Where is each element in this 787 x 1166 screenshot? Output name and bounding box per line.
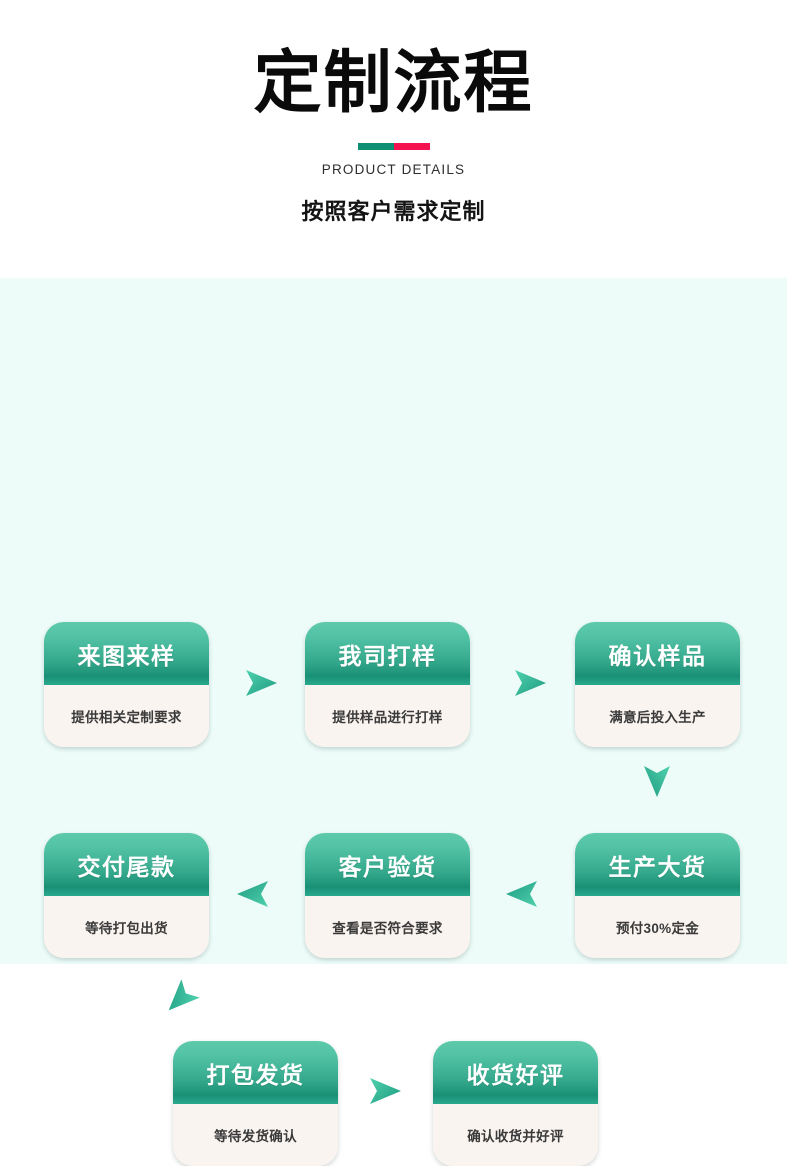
flow-step-card-5-title: 客户验货 <box>338 853 437 880</box>
process-flow-panel: 来图来样 提供相关定制要求 我司打样 提供样品进行打样 确认样品 满意后投入生产… <box>0 278 787 1166</box>
flow-step-card-4-title: 生产大货 <box>608 853 707 880</box>
page-header: 定制流程 PRODUCT DETAILS 按照客户需求定制 <box>0 0 787 278</box>
arrow-down-icon <box>642 763 672 799</box>
flow-step-card-4-desc: 预付30%定金 <box>615 921 700 936</box>
flow-step-card-5-desc: 查看是否符合要求 <box>332 921 443 936</box>
flow-step-card-3-title: 确认样品 <box>608 642 707 669</box>
flow-step-card-4-header: 生产大货 <box>575 833 740 896</box>
flow-step-card-7[interactable]: 打包发货 等待发货确认 <box>173 1041 338 1166</box>
flow-step-card-1-desc: 提供相关定制要求 <box>71 710 182 725</box>
flow-step-card-6-title: 交付尾款 <box>77 853 176 880</box>
divider-right-segment <box>393 142 430 150</box>
arrow-down-left-icon <box>157 976 204 1023</box>
flow-step-card-5-header: 客户验货 <box>305 833 470 896</box>
flow-step-card-3-header: 确认样品 <box>575 622 740 685</box>
arrow-left-icon <box>235 879 271 909</box>
arrow-right-icon <box>367 1076 403 1106</box>
flow-step-card-4[interactable]: 生产大货 预付30%定金 <box>575 833 740 958</box>
flow-step-card-6-desc: 等待打包出货 <box>85 921 168 936</box>
flow-step-card-6-body: 等待打包出货 <box>44 896 209 958</box>
flow-step-card-8-desc: 确认收货并好评 <box>467 1129 564 1144</box>
arrow-right-icon <box>512 668 548 698</box>
arrow-right-icon <box>243 668 279 698</box>
subtitle-english: PRODUCT DETAILS <box>321 161 466 177</box>
arrow-left-icon <box>504 879 540 909</box>
flow-step-card-6-header: 交付尾款 <box>44 833 209 896</box>
flow-step-card-2-title: 我司打样 <box>338 642 437 669</box>
flow-step-card-8-title: 收货好评 <box>466 1061 565 1088</box>
divider-left-segment <box>357 142 394 150</box>
flow-step-card-7-title: 打包发货 <box>206 1061 305 1088</box>
flow-step-card-2-desc: 提供样品进行打样 <box>332 710 443 725</box>
flow-step-card-1[interactable]: 来图来样 提供相关定制要求 <box>44 622 209 747</box>
flow-step-card-7-header: 打包发货 <box>173 1041 338 1104</box>
flow-step-card-1-header: 来图来样 <box>44 622 209 685</box>
flow-step-card-5[interactable]: 客户验货 查看是否符合要求 <box>305 833 470 958</box>
flow-step-card-2-body: 提供样品进行打样 <box>305 685 470 747</box>
subtitle-chinese: 按照客户需求定制 <box>301 198 486 224</box>
flow-step-card-1-body: 提供相关定制要求 <box>44 685 209 747</box>
flow-step-card-2-header: 我司打样 <box>305 622 470 685</box>
flow-step-card-4-body: 预付30%定金 <box>575 896 740 958</box>
page-title: 定制流程 <box>253 45 534 121</box>
flow-step-card-3-desc: 满意后投入生产 <box>609 710 706 725</box>
flow-step-card-1-title: 来图来样 <box>77 642 176 669</box>
flow-step-card-8-header: 收货好评 <box>433 1041 598 1104</box>
flow-step-card-7-desc: 等待发货确认 <box>214 1129 297 1144</box>
title-divider <box>357 142 430 150</box>
flow-step-card-6[interactable]: 交付尾款 等待打包出货 <box>44 833 209 958</box>
flow-step-card-3[interactable]: 确认样品 满意后投入生产 <box>575 622 740 747</box>
flow-step-card-7-body: 等待发货确认 <box>173 1104 338 1166</box>
flow-step-card-5-body: 查看是否符合要求 <box>305 896 470 958</box>
flow-step-card-8[interactable]: 收货好评 确认收货并好评 <box>433 1041 598 1166</box>
flow-step-card-2[interactable]: 我司打样 提供样品进行打样 <box>305 622 470 747</box>
flow-step-card-8-body: 确认收货并好评 <box>433 1104 598 1166</box>
flow-step-card-3-body: 满意后投入生产 <box>575 685 740 747</box>
